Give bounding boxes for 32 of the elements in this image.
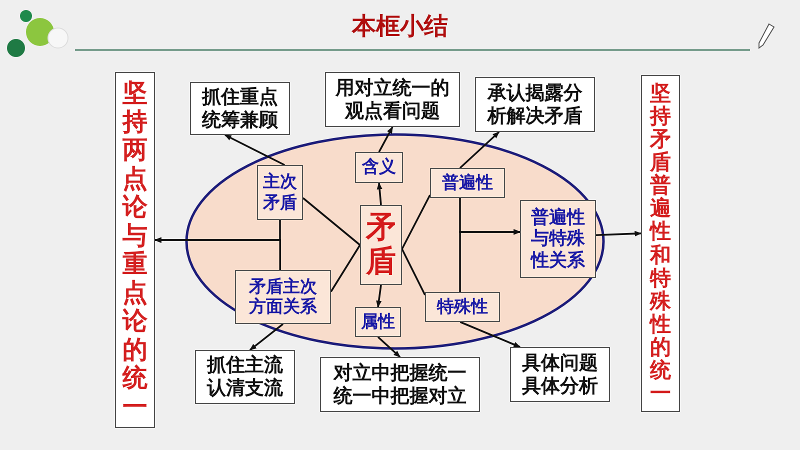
arrow xyxy=(459,229,521,292)
connector-line xyxy=(330,244,361,292)
text-box: 抓住主流认清支流 xyxy=(195,350,295,404)
arrow xyxy=(224,134,285,166)
arrow xyxy=(376,284,382,308)
concept-box: 特殊性 xyxy=(425,292,500,322)
connector-line xyxy=(401,248,426,296)
vertical-banner: 坚持矛盾普遍性和特殊性的统一 xyxy=(641,75,680,412)
ellipse-region xyxy=(185,133,605,350)
concept-box: 普遍性 xyxy=(430,168,505,198)
concept-box: 主次矛盾 xyxy=(257,165,303,220)
arrow xyxy=(154,237,282,270)
arrow xyxy=(377,336,401,358)
arrow xyxy=(596,230,642,236)
arrow xyxy=(376,182,382,206)
text-box: 对立中把握统一统一中把握对立 xyxy=(320,357,480,412)
text-box: 具体问题具体分析 xyxy=(510,347,610,402)
concept-box: 属性 xyxy=(355,307,401,337)
arrow xyxy=(459,131,500,169)
arrow xyxy=(249,323,284,351)
concept-box: 含义 xyxy=(355,152,403,183)
concept-box: 普遍性与特殊性关系 xyxy=(520,200,596,278)
connector-line xyxy=(302,197,361,246)
connector-line xyxy=(401,194,431,250)
core-box: 矛盾 xyxy=(360,205,402,285)
arrow xyxy=(378,126,394,152)
concept-box: 矛盾主次方面关系 xyxy=(235,270,331,324)
vertical-banner: 坚持两点论与重点论的统一 xyxy=(115,72,155,428)
text-box: 用对立统一的观点看问题 xyxy=(325,72,460,127)
text-box: 抓住重点统筹兼顾 xyxy=(190,82,290,135)
text-box: 承认揭露分析解决矛盾 xyxy=(475,77,595,132)
title: 本框小结 xyxy=(350,11,449,42)
